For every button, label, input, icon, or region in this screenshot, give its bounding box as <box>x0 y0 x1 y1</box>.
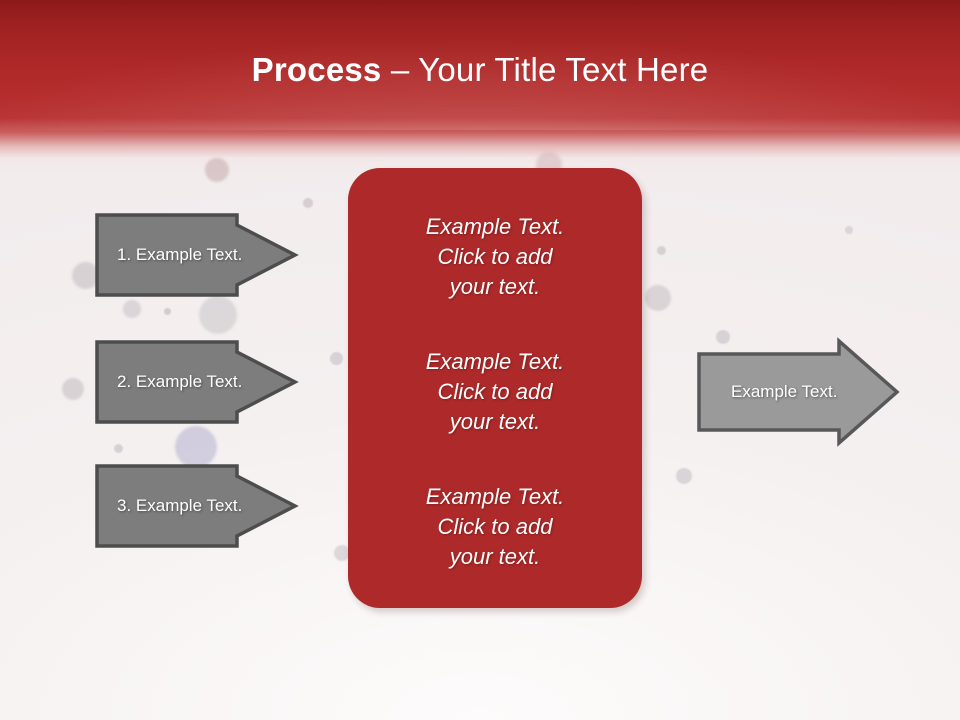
arrow-shape <box>697 337 900 447</box>
slide-title-strong: Process <box>251 51 382 88</box>
process-result-arrow-label: Example Text. <box>731 382 838 401</box>
title-banner-gradient <box>0 0 960 172</box>
process-arrow-2-label: 2. Example Text. <box>117 372 243 391</box>
arrow-shape <box>95 340 299 424</box>
process-arrow-1[interactable]: 1. Example Text. <box>95 213 299 297</box>
arrow-shape <box>95 464 299 548</box>
panel-text-block-2: Example Text. Click to add your text. <box>425 349 565 434</box>
arrow-shape <box>95 213 299 297</box>
slide-title: Process – Your Title Text Here <box>0 49 960 91</box>
process-arrow-2[interactable]: 2. Example Text. <box>95 340 299 424</box>
process-result-arrow[interactable]: Example Text. <box>697 336 900 448</box>
panel-text-block-3: Example Text. Click to add your text. <box>425 484 565 569</box>
slide-title-rest: – Your Title Text Here <box>381 51 709 88</box>
process-arrow-1-label: 1. Example Text. <box>117 245 243 264</box>
process-output-panel[interactable]: Example Text. Click to add your text. Ex… <box>348 168 642 608</box>
panel-text-block-1: Example Text. Click to add your text. <box>425 214 565 299</box>
process-arrow-3[interactable]: 3. Example Text. <box>95 464 299 548</box>
title-banner-sheen <box>0 0 960 130</box>
process-arrow-3-label: 3. Example Text. <box>117 496 243 515</box>
